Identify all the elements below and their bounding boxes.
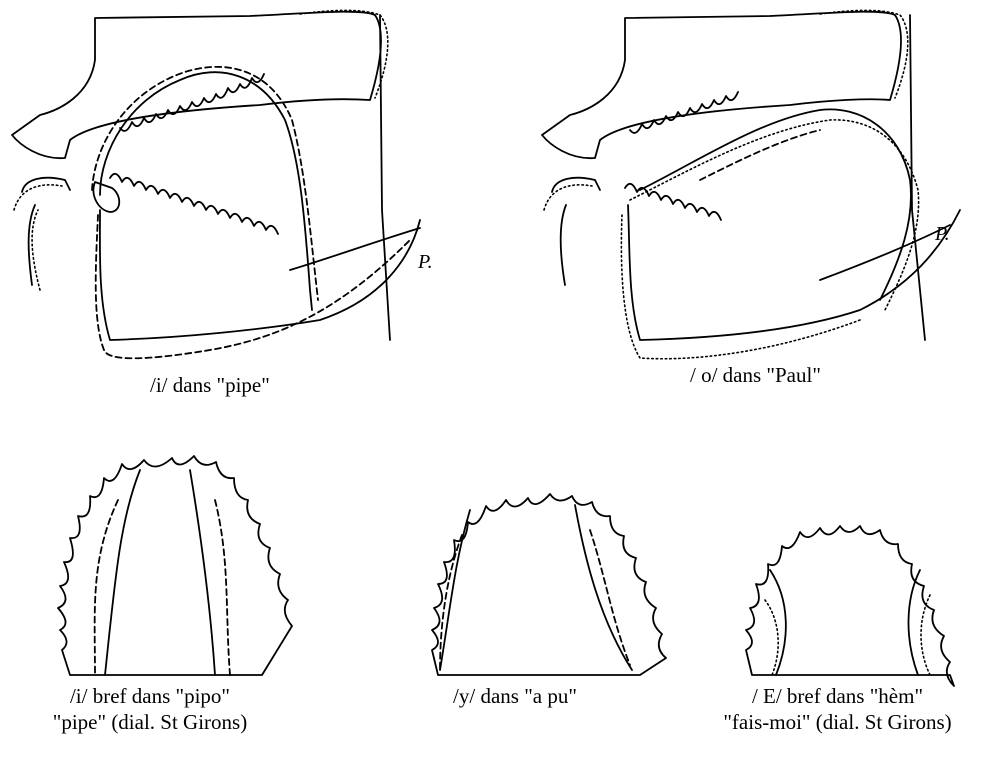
upper-jaw-outline — [12, 12, 381, 158]
lower-lip-outline-o — [552, 178, 600, 192]
caption-palate-e-line2: "fais-moi" (dial. St Girons) — [695, 709, 980, 735]
caption-palate-i-line1: /i/ bref dans "pipo" — [20, 683, 280, 709]
chin-outline-o — [561, 205, 566, 285]
caption-palate-e: / E/ bref dans "hèm" "fais-moi" (dial. S… — [695, 683, 980, 735]
palate-outline-e — [746, 526, 954, 686]
tooth-contour — [93, 182, 119, 212]
caption-palate-i-line2: "pipe" (dial. St Girons) — [20, 709, 280, 735]
caption-palate-y-text: /y/ dans "a pu" — [405, 683, 625, 709]
palate-e-group — [746, 526, 954, 686]
caption-sagittal-o-text: / o/ dans "Paul" — [690, 362, 821, 388]
sagittal-i-group — [12, 10, 420, 358]
chin-dotted — [32, 210, 40, 290]
lower-lip-outline — [22, 178, 70, 192]
caption-sagittal-i: /i/ dans "pipe" — [150, 372, 270, 398]
lower-jaw-solid-o — [628, 205, 960, 340]
point-marker-right: P. — [934, 223, 950, 245]
caption-palate-e-line1: / E/ bref dans "hèm" — [695, 683, 980, 709]
tongue-contact-left-solid — [105, 470, 140, 675]
teeth-scallop-o — [630, 92, 738, 133]
lower-lip-dotted-o — [544, 185, 592, 210]
tongue-solid — [100, 72, 312, 310]
lower-jaw-dashed — [96, 215, 410, 358]
sagittal-o-group — [542, 10, 960, 358]
palate-y-group — [432, 494, 666, 675]
tongue-contact-right-solid — [190, 470, 215, 675]
pharynx-wall-o — [910, 15, 925, 340]
caption-sagittal-o: / o/ dans "Paul" — [690, 362, 821, 388]
throat-line-o — [820, 225, 950, 280]
upper-jaw-outline-o — [542, 12, 901, 158]
palate-i-group — [58, 456, 292, 675]
point-marker-left: P. — [417, 251, 433, 273]
palate-e-left-dotted — [765, 600, 778, 675]
upper-teeth-scallop — [120, 74, 264, 131]
lower-teeth-scallop — [110, 174, 278, 234]
palate-e-left-solid — [770, 570, 786, 675]
caption-palate-y: /y/ dans "a pu" — [405, 683, 625, 709]
palate-outline-i — [58, 456, 292, 675]
palate-e-right-solid — [908, 570, 920, 675]
lower-jaw-dotted-o — [621, 215, 860, 359]
caption-palate-i: /i/ bref dans "pipo" "pipe" (dial. St Gi… — [20, 683, 280, 735]
tongue-dashed-o — [700, 130, 820, 180]
tongue-contact-right-dashed — [215, 500, 230, 675]
lower-teeth-scallop-o — [625, 184, 721, 220]
tongue-solid-o — [640, 109, 911, 300]
lower-lip-dotted — [14, 185, 62, 210]
tongue-dotted-o — [630, 120, 919, 310]
caption-sagittal-i-text: /i/ dans "pipe" — [150, 372, 270, 398]
